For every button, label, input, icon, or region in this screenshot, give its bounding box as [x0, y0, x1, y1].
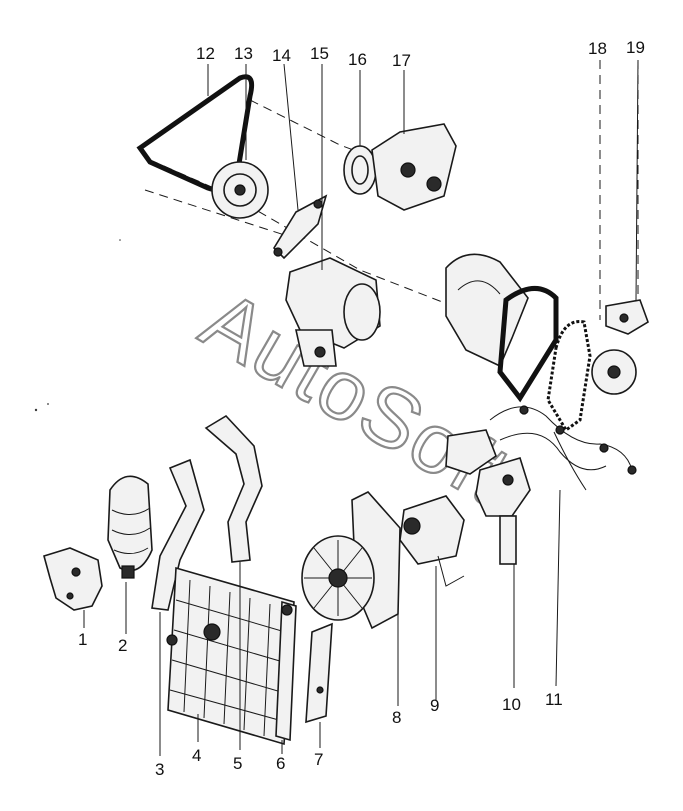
part-3-lower-hose [151, 458, 205, 611]
callout-numbers: 1 2 3 4 5 6 7 8 9 10 11 12 13 14 15 16 1… [78, 38, 645, 779]
part-16-water-pump-pulley [343, 145, 377, 195]
callout-19: 19 [626, 38, 645, 57]
callout-4: 4 [192, 746, 201, 765]
part-19-chain-tensioner [605, 299, 649, 335]
leader-lines [83, 59, 639, 756]
callout-10: 10 [502, 695, 521, 714]
part-11-ignition-leads [489, 405, 637, 491]
part-18-timing-cover [445, 253, 529, 368]
part-2-expansion-reservoir [107, 475, 153, 579]
part-1-mounting-bracket [43, 547, 103, 611]
callout-3: 3 [155, 760, 164, 779]
part-4-radiator [166, 566, 295, 746]
part-17-water-pump-housing [371, 123, 457, 211]
part-18-cover-gasket [497, 286, 559, 403]
part-5-upper-hose [204, 414, 263, 563]
part-9-fan-motor [399, 495, 465, 587]
callout-11: 11 [545, 690, 563, 709]
scan-specks [34, 239, 121, 412]
callout-12: 12 [196, 44, 215, 63]
callout-7: 7 [314, 750, 323, 769]
part-8-cooling-fan [301, 491, 401, 630]
part-18-timing-chain [546, 320, 592, 433]
callout-2: 2 [118, 636, 127, 655]
part-7-fan-shroud-bracket [305, 622, 333, 724]
part-18-camshaft-sprocket [591, 349, 637, 395]
callout-18: 18 [588, 39, 607, 58]
callout-6: 6 [276, 754, 285, 773]
callout-16: 16 [348, 50, 367, 69]
part-13-crank-pulley [211, 161, 269, 219]
callout-1: 1 [78, 630, 87, 649]
callout-14: 14 [272, 46, 291, 65]
callout-9: 9 [430, 696, 439, 715]
part-14-alternator-bracket [272, 194, 328, 260]
callout-8: 8 [392, 708, 401, 727]
callout-15: 15 [310, 44, 329, 63]
part-10-ignition-distributor [445, 429, 531, 565]
callout-5: 5 [233, 754, 242, 773]
callout-17: 17 [392, 51, 411, 70]
part-6-radiator-side-bracket [275, 600, 297, 742]
part-15-alternator [285, 257, 381, 367]
callout-13: 13 [234, 44, 253, 63]
